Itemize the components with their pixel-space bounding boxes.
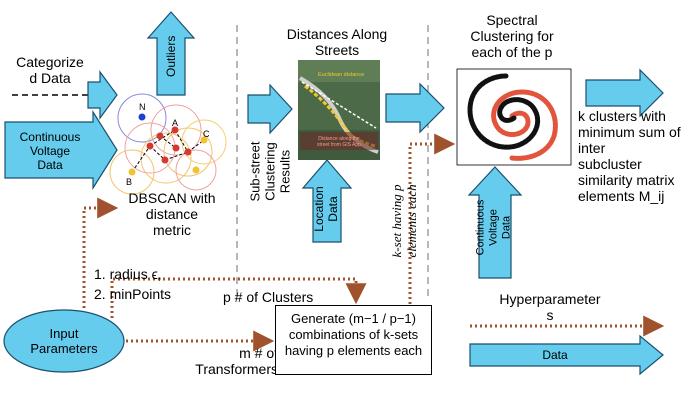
map-street-distance-label: Distance along the street from GIS App: [317, 136, 361, 148]
input-parameters-ellipse: [3, 309, 125, 373]
categorized-data-label: Categorize d Data: [16, 54, 84, 86]
location-data-arrow: [301, 159, 353, 243]
continuous-voltage-label-left: Continuous Voltage Data: [19, 130, 81, 172]
substreet-to-map-arrow: [247, 83, 293, 135]
dbscan-point-n: N: [139, 102, 146, 112]
kset-label: k-set having p elements each: [389, 184, 419, 258]
categorized-data-arrow: [87, 70, 118, 120]
spiral-plot: [456, 68, 572, 166]
map-euclidean-label: Euclidean distance: [318, 72, 364, 78]
continuous-voltage-arrow-right: [467, 166, 523, 279]
dbscan-point-b: B: [126, 177, 132, 187]
min-points-label: 2. minPoints: [94, 286, 172, 302]
transformers-label: m # of Transformers: [195, 345, 278, 377]
outliers-arrow: [146, 11, 196, 96]
distances-along-streets-title: Distances Along Streets: [286, 26, 388, 58]
output-arrow: [585, 68, 664, 118]
input-parameters-label: Input Parameters: [30, 326, 98, 356]
kset-dotted-arrow: [408, 133, 456, 304]
spectral-clustering-title: Spectral Clustering for each of the p: [470, 12, 554, 60]
radius-dotted-arrow: [82, 197, 119, 308]
continuous-voltage-label-right: Continuous Voltage Data: [474, 199, 513, 256]
legend-data-arrow: [469, 334, 664, 376]
map-to-spectral-arrow: [385, 82, 445, 134]
radius-label: 1. radius ϵ,: [94, 266, 162, 282]
location-data-label: Location Data: [312, 186, 340, 232]
p-clusters-label: p # of Clusters: [223, 289, 314, 305]
generate-line-1: Generate (m−1 / p−1): [290, 311, 416, 326]
legend-hyperparameters-label: Hyperparameter s: [499, 291, 601, 323]
dbscan-label: DBSCAN with distance metric: [128, 190, 216, 238]
substreet-results-label: Sub-street Clustering Results: [247, 141, 293, 202]
generate-combinations-box: Generate (m−1 / p−1) combinations of k-s…: [275, 305, 432, 375]
street-map-image: [298, 60, 380, 160]
generate-line-3: having p elements each: [284, 343, 423, 358]
pclusters-dotted-arrow: [110, 277, 367, 318]
outliers-label: Outliers: [164, 35, 178, 77]
continuous-voltage-arrow-left: [4, 109, 118, 191]
legend-data-label: Data: [542, 348, 568, 362]
dbscan-point-c: C: [203, 129, 210, 139]
generate-line-2: combinations of k-sets: [288, 327, 419, 342]
k-clusters-label: k clusters with minimum sum of inter sub…: [578, 108, 681, 204]
dbscan-illustration: [109, 93, 227, 195]
dbscan-point-a: A: [172, 118, 178, 128]
